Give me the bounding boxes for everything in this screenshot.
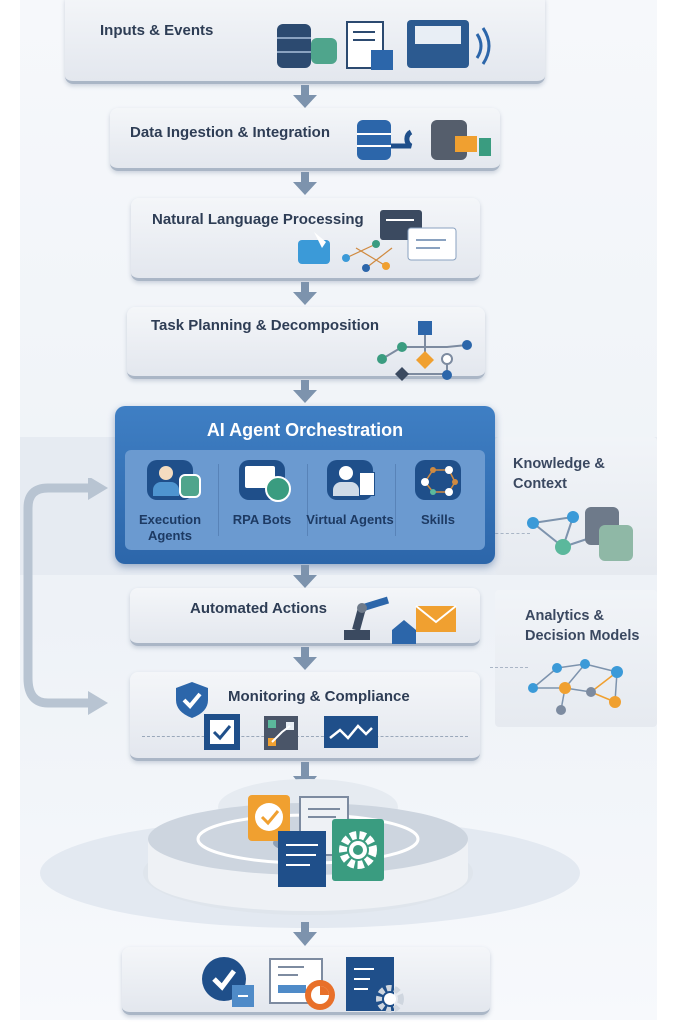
compliance-icons [204, 714, 378, 750]
agent-label: Skills [421, 512, 455, 527]
flow-arrow [293, 647, 317, 670]
approval-check-icon [248, 795, 290, 841]
agent-skills[interactable]: Skills [393, 450, 483, 550]
virtual-agent-icon [327, 460, 375, 500]
outcomes-box [122, 947, 490, 1015]
flow-arrow [293, 282, 317, 305]
inputs-icons [277, 20, 491, 70]
printer-signal-icon [407, 20, 491, 68]
stage-nlp: Natural Language Processing [131, 198, 480, 281]
stage-data-ingestion: Data Ingestion & Integration [110, 108, 500, 171]
stage-monitoring-compliance: Monitoring & Compliance [130, 672, 480, 761]
connector-line [490, 533, 530, 534]
shield-check-icon [176, 682, 208, 718]
database-icon [277, 24, 337, 68]
feedback-loop-arrow [23, 478, 108, 715]
divider [395, 464, 396, 536]
flow-arrow [293, 172, 317, 195]
flow-arrow [293, 85, 317, 108]
connector-line [490, 667, 528, 668]
flow-arrow [293, 922, 317, 946]
stage-label: Inputs & Events [100, 22, 214, 39]
orchestration-title: AI Agent Orchestration [206, 420, 404, 440]
agents-panel: Execution Agents RPA Bots Virtual Agents… [125, 450, 485, 550]
central-platform [40, 779, 580, 928]
divider [218, 464, 219, 536]
panel-label: Knowledge & Context [513, 456, 605, 492]
decision-network-icon [528, 659, 623, 715]
stage-label: Automated Actions [190, 600, 327, 617]
robot-arm-mail-icons [344, 596, 457, 644]
approved-check-icon [202, 957, 254, 1007]
document-icon [278, 831, 326, 887]
flow-arrow [293, 380, 317, 403]
knowledge-graph-database-icon [527, 507, 633, 561]
chat-network-icons [298, 210, 457, 272]
document-settings-icon [346, 957, 404, 1013]
stage-label: Natural Language Processing [152, 211, 364, 228]
divider [307, 464, 308, 536]
stage-label: Task Planning & Decomposition [151, 317, 380, 334]
checklist-icon [204, 714, 240, 750]
rpa-bot-icon [239, 460, 291, 502]
dashboard-icon [264, 716, 298, 750]
agent-rpa-bots[interactable]: RPA Bots [217, 450, 307, 550]
stage-task-planning: Task Planning & Decomposition [127, 307, 485, 381]
workflow-graph-icon [377, 321, 472, 381]
agent-label: Virtual Agents [306, 512, 394, 527]
stage-label: Monitoring & Compliance [228, 688, 410, 705]
stage-inputs-events: Inputs & Events [65, 0, 545, 84]
agent-virtual-agents[interactable]: Virtual Agents [305, 450, 395, 550]
outcome-icons [202, 957, 404, 1013]
agent-label: RPA Bots [232, 512, 292, 527]
knowledge-context-panel: Knowledge & Context [495, 437, 657, 575]
stage-ai-agent-orchestration: AI Agent Orchestration Execution Agents … [115, 406, 495, 564]
skills-network-icon [415, 460, 461, 500]
panel-label: Analytics & Decision Models [525, 608, 640, 644]
agent-label: Execution Agents [138, 512, 202, 543]
database-connect-icons [357, 120, 491, 160]
settings-gear-icon [332, 819, 384, 881]
analytics-decision-panel: Analytics & Decision Models [495, 590, 657, 727]
agent-database-icon [147, 460, 201, 500]
flow-arrow [293, 565, 317, 588]
stage-label: Data Ingestion & Integration [130, 124, 331, 141]
stage-automated-actions: Automated Actions [130, 588, 480, 646]
trend-chart-icon [324, 716, 378, 748]
divider [142, 736, 468, 737]
document-upload-icon [346, 21, 393, 70]
agent-execution-agents[interactable]: Execution Agents [125, 450, 215, 550]
report-chart-icon [269, 958, 335, 1010]
